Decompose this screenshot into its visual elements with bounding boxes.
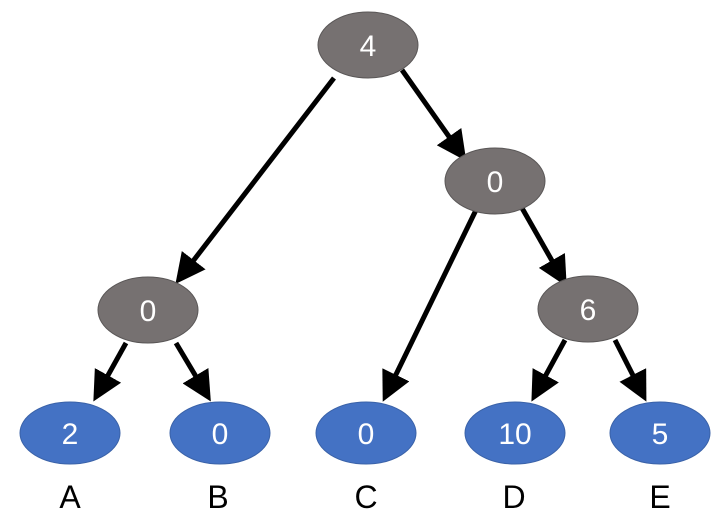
- node-right-grandchild: 6: [537, 275, 639, 343]
- edge-right-grandchild-to-leaf-e: [612, 338, 647, 402]
- leaf-d-shape: [464, 401, 566, 465]
- node-root: 4: [317, 11, 419, 79]
- node-left-child-value: 0: [140, 295, 157, 328]
- leaf-d: 10 D: [464, 401, 566, 515]
- node-right-grandchild-value: 6: [580, 294, 597, 327]
- node-root-shape: [317, 11, 419, 79]
- leaf-a-label: A: [59, 479, 81, 515]
- edge-root-to-right-child: [399, 68, 467, 162]
- node-right-child-value: 0: [487, 166, 504, 199]
- node-left-child: 0: [97, 276, 199, 344]
- leaf-d-value: 10: [498, 418, 531, 451]
- leaf-a: 2 A: [19, 401, 121, 515]
- leaf-c: 0 C: [315, 401, 417, 515]
- leaf-e-shape: [609, 401, 711, 465]
- leaf-e-value: 5: [652, 418, 669, 451]
- leaf-b-label: B: [207, 479, 228, 515]
- node-left-child-shape: [97, 276, 199, 344]
- edge-right-child-to-right-grandchild: [519, 206, 567, 287]
- internal-nodes: 4 0 0 6: [97, 11, 639, 344]
- leaf-c-label: C: [354, 479, 377, 515]
- edges: [93, 68, 647, 402]
- node-right-child: 0: [444, 147, 546, 215]
- edge-root-to-left-child: [175, 76, 336, 284]
- leaf-nodes: 2 A 0 B 0 C 10 D 5 E: [19, 401, 711, 515]
- edge-right-child-to-leaf-c: [382, 208, 479, 402]
- edge-left-child-to-leaf-b: [173, 341, 211, 402]
- edge-right-grandchild-to-leaf-d: [531, 338, 568, 402]
- node-right-child-shape: [444, 147, 546, 215]
- leaf-b-shape: [169, 401, 271, 465]
- leaf-a-value: 2: [62, 418, 79, 451]
- node-right-grandchild-shape: [537, 275, 639, 343]
- leaf-e: 5 E: [609, 401, 711, 515]
- leaf-c-shape: [315, 401, 417, 465]
- leaf-c-value: 0: [358, 418, 375, 451]
- leaf-b: 0 B: [169, 401, 271, 515]
- leaf-a-shape: [19, 401, 121, 465]
- edge-left-child-to-leaf-a: [93, 341, 129, 402]
- leaf-e-label: E: [649, 479, 670, 515]
- leaf-d-label: D: [502, 479, 525, 515]
- leaf-b-value: 0: [212, 418, 229, 451]
- node-root-value: 4: [360, 30, 377, 63]
